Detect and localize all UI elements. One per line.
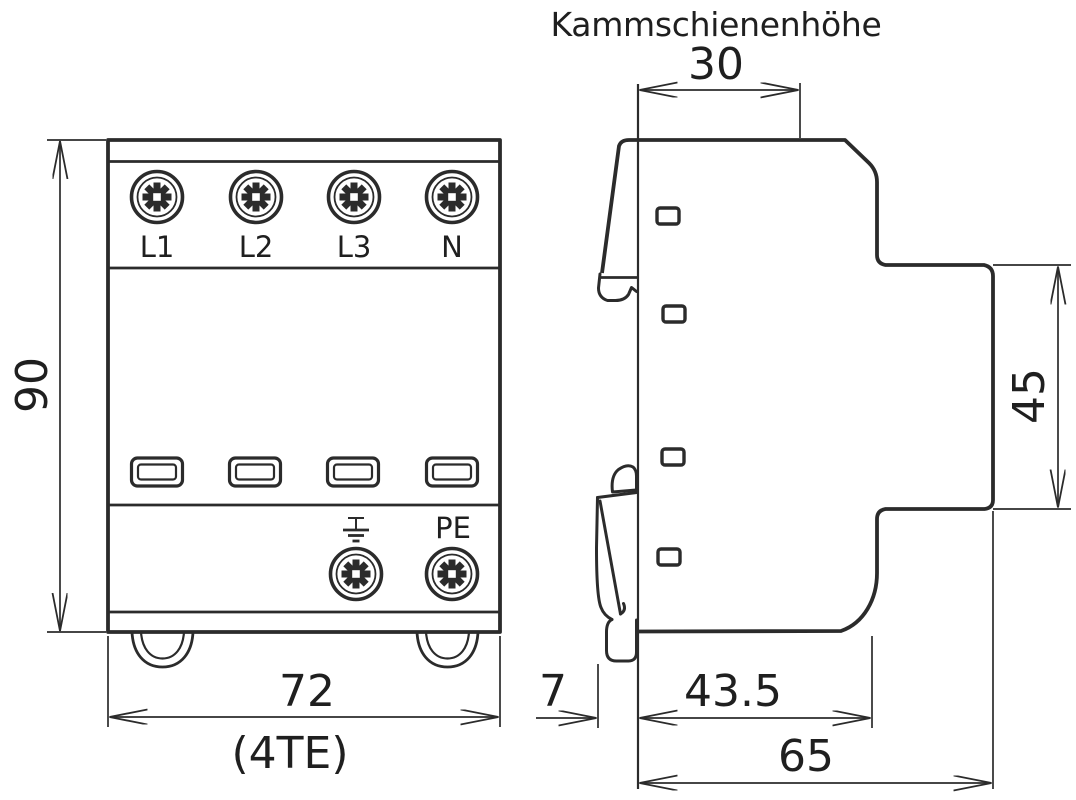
side-view-title: Kammschienenhöhe: [551, 5, 882, 44]
din-rail-clip: [595, 464, 638, 663]
earth-ground-icon: [343, 517, 369, 543]
terminal-label-l1: L1: [140, 230, 175, 264]
clip-spring-slot: [598, 499, 622, 616]
terminal-label-l3: L3: [337, 230, 372, 264]
dim-text-65: 65: [778, 731, 834, 782]
dimension-7: 7: [536, 666, 597, 718]
dim-text-45: 45: [1004, 368, 1055, 424]
front-mounting-clip-left: [130, 631, 195, 669]
clip-top-edge: [596, 491, 638, 499]
side-body-outline: [600, 138, 995, 634]
pe-label: PE: [435, 511, 471, 545]
clip-latch-tab: [610, 464, 638, 494]
screw-terminal-icon-l3: [329, 172, 380, 223]
terminal-label-n: N: [441, 230, 463, 264]
screw-terminal-icon-n: [427, 172, 478, 223]
front-view: L1 L2 L3 N PE: [7, 138, 502, 779]
rail-guide-hook: [597, 272, 638, 302]
side-square-hole-2: [661, 304, 687, 324]
clip-spring-hook: [619, 602, 626, 616]
clip-foot: [605, 618, 638, 663]
side-square-hole-1: [655, 206, 681, 226]
screw-terminal-icon-earth: [331, 549, 382, 600]
dim-text-4te: (4TE): [231, 728, 348, 779]
dim-text-30: 30: [688, 39, 744, 90]
side-square-hole-3: [660, 447, 686, 467]
screw-terminal-icon-l1: [132, 172, 183, 223]
dimension-72: 72 (4TE): [107, 636, 501, 779]
dimension-30: 30: [640, 39, 801, 138]
screw-terminal-icon-pe: [427, 549, 478, 600]
indicator-slot-1: [129, 456, 185, 488]
dim-text-72: 72: [279, 666, 335, 717]
clip-left-edge: [595, 496, 614, 621]
terminal-label-l2: L2: [239, 230, 274, 264]
dimension-45: 45: [993, 264, 1071, 510]
dimension-43-5: 43.5: [640, 666, 871, 718]
dimension-90: 90: [7, 139, 106, 633]
screw-terminal-icon-l2: [231, 172, 282, 223]
indicator-slot-4: [424, 456, 480, 488]
dim-text-7: 7: [539, 666, 567, 717]
indicator-slot-3: [325, 456, 381, 488]
dimension-65: 65: [640, 731, 992, 783]
indicator-slot-2: [227, 456, 283, 488]
side-view: Kammschienenhöhe 30: [536, 5, 1071, 789]
front-body-outline: [106, 138, 502, 634]
dim-text-43-5: 43.5: [684, 666, 782, 717]
side-square-hole-4: [656, 547, 682, 567]
front-mounting-clip-right: [415, 631, 480, 669]
dim-text-90: 90: [7, 357, 58, 413]
